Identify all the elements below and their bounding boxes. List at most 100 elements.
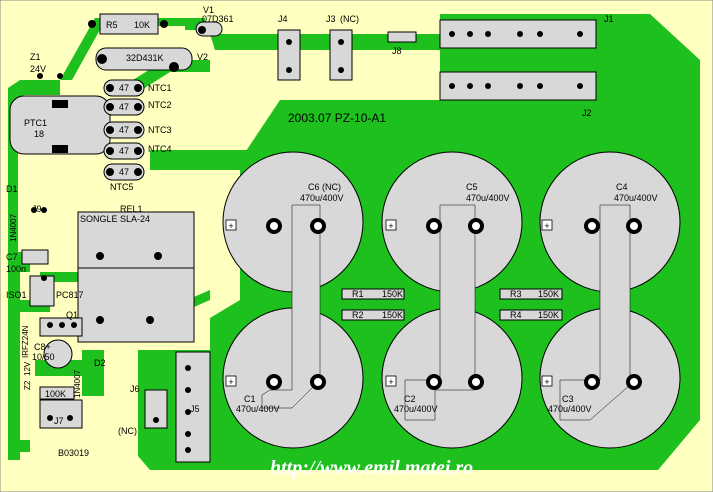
pad	[185, 431, 191, 437]
v2-body	[95, 47, 193, 71]
ntc2-body	[103, 98, 145, 116]
j3-body	[329, 29, 353, 81]
pad	[338, 39, 344, 45]
ntc4-value: 47	[119, 146, 129, 156]
pad	[154, 252, 162, 260]
pad	[467, 83, 473, 89]
c2-value: 470u/400V	[394, 404, 438, 414]
pad	[286, 67, 292, 73]
ntc5-ref: NTC5	[110, 182, 134, 192]
pad	[468, 374, 484, 390]
pad	[185, 409, 191, 415]
v1-ref: V1	[203, 5, 214, 15]
j7-ref: J7	[54, 416, 64, 426]
pad	[41, 275, 47, 281]
pad	[485, 31, 491, 37]
j1-ref: J1	[604, 14, 614, 24]
pad	[134, 84, 142, 92]
c5-ref: C5	[466, 182, 478, 192]
polarity-box	[541, 375, 553, 387]
j2-ref: J2	[582, 108, 592, 118]
pad	[537, 31, 543, 37]
pad	[286, 39, 292, 45]
ntc5-body	[103, 163, 145, 181]
pad	[485, 83, 491, 89]
pad	[106, 147, 114, 155]
r3-body	[499, 288, 563, 300]
rel1-value: SONGLE SLA-24	[80, 214, 150, 224]
r5-body	[99, 13, 159, 35]
pad	[517, 31, 523, 37]
plus-mark-icon: +	[228, 377, 233, 387]
pad	[584, 218, 600, 234]
pad	[426, 218, 442, 234]
ntc3-body	[103, 121, 145, 139]
pad	[153, 417, 159, 423]
capacitor-terminals	[266, 218, 642, 390]
ntc2-value: 47	[119, 102, 129, 112]
c6-ref: C6 (NC)	[308, 182, 341, 192]
iso1-body	[29, 275, 55, 307]
z1-ref: Z1	[30, 52, 41, 62]
q1-ref: Q1	[66, 310, 78, 320]
pad	[310, 374, 326, 390]
ntc3-value: 47	[119, 125, 129, 135]
pad	[577, 83, 583, 89]
r100k-value: 100K	[45, 389, 66, 399]
c8-value: 10/50	[32, 352, 55, 362]
plus-mark-icon: +	[388, 221, 393, 231]
pad	[266, 218, 282, 234]
polarity-box	[541, 219, 553, 231]
c8-body	[43, 339, 73, 369]
pad	[449, 31, 455, 37]
c2-ref: C2	[404, 394, 416, 404]
j8-ref: J8	[392, 46, 402, 56]
pad	[52, 145, 68, 153]
pad	[106, 126, 114, 134]
r4-body	[499, 309, 563, 321]
left-column-trace	[8, 80, 60, 252]
ptc1-value: 18	[34, 129, 44, 139]
j8-body	[387, 31, 417, 43]
pad	[59, 322, 65, 328]
pad	[449, 83, 455, 89]
j6-ref: J6	[130, 384, 140, 394]
pad	[47, 322, 53, 328]
j6-note: (NC)	[118, 426, 137, 436]
pad	[67, 415, 73, 421]
pad	[52, 100, 68, 108]
z2-value: 12V	[23, 361, 32, 376]
pad	[426, 374, 442, 390]
c1-value: 470u/400V	[236, 404, 280, 414]
r1-body	[341, 288, 405, 300]
v1-value: 07D361	[202, 14, 234, 24]
pad	[41, 207, 47, 213]
j4-body	[277, 29, 301, 81]
q1-value: IRFZ24N	[21, 325, 30, 358]
pad	[106, 168, 114, 176]
pad	[37, 73, 43, 79]
pad	[96, 316, 104, 324]
ntc3-ref: NTC3	[148, 125, 172, 135]
plus-mark-icon: +	[544, 377, 549, 387]
pad	[88, 20, 96, 28]
polarity-box	[385, 375, 397, 387]
pad	[467, 31, 473, 37]
plus-mark-icon: +	[544, 221, 549, 231]
j7-body	[39, 399, 83, 429]
r2-ref: R2	[352, 310, 364, 320]
iso1-value: PC817	[56, 290, 84, 300]
r1-value: 150K	[382, 289, 403, 299]
pad	[198, 26, 206, 34]
ntc-region-trace	[150, 115, 600, 170]
pad	[185, 365, 191, 371]
c4-value: 470u/400V	[614, 193, 658, 203]
pad	[134, 103, 142, 111]
polarity-box	[385, 219, 397, 231]
ntc5-value: 47	[119, 167, 129, 177]
j9-ref: J9	[32, 204, 42, 214]
pad	[160, 20, 168, 28]
pad	[106, 103, 114, 111]
c7-ref: C7	[6, 252, 18, 262]
c3-ref: C3	[562, 394, 574, 404]
